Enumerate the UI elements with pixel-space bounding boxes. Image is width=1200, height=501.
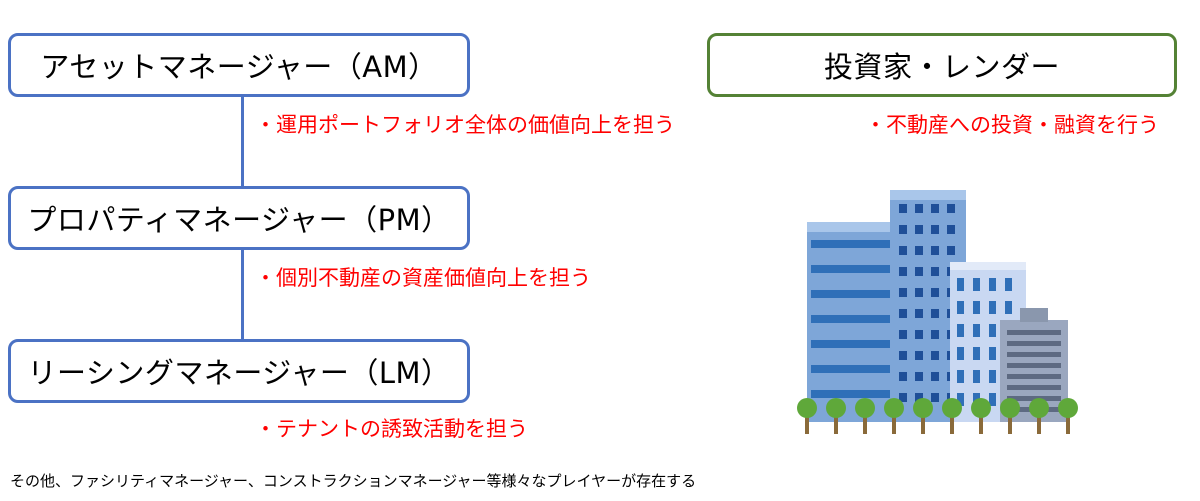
footer-note: その他、ファシリティマネージャー、コンストラクションマネージャー等様々なプレイヤ… xyxy=(10,472,697,490)
role-label-am: アセットマネージャー（AM） xyxy=(40,50,438,84)
investor-box: 投資家・レンダー xyxy=(707,33,1177,97)
role-box-property-manager: プロパティマネージャー（PM） xyxy=(8,186,470,250)
role-label-pm: プロパティマネージャー（PM） xyxy=(27,203,451,237)
investor-note: ・不動産への投資・融資を行う xyxy=(865,113,1159,137)
role-label-lm: リーシングマネージャー（LM） xyxy=(27,356,451,390)
role-box-leasing-manager: リーシングマネージャー（LM） xyxy=(8,339,470,403)
role-note-lm: ・テナントの誘致活動を担う xyxy=(255,417,528,441)
office-buildings-icon xyxy=(797,190,1078,434)
investor-label: 投資家・レンダー xyxy=(823,50,1060,84)
role-note-am: ・運用ポートフォリオ全体の価値向上を担う xyxy=(255,113,675,137)
connector-am-pm xyxy=(241,97,244,186)
role-note-pm: ・個別不動産の資産価値向上を担う xyxy=(255,266,591,290)
role-box-asset-manager: アセットマネージャー（AM） xyxy=(8,33,470,97)
connector-pm-lm xyxy=(241,250,244,339)
